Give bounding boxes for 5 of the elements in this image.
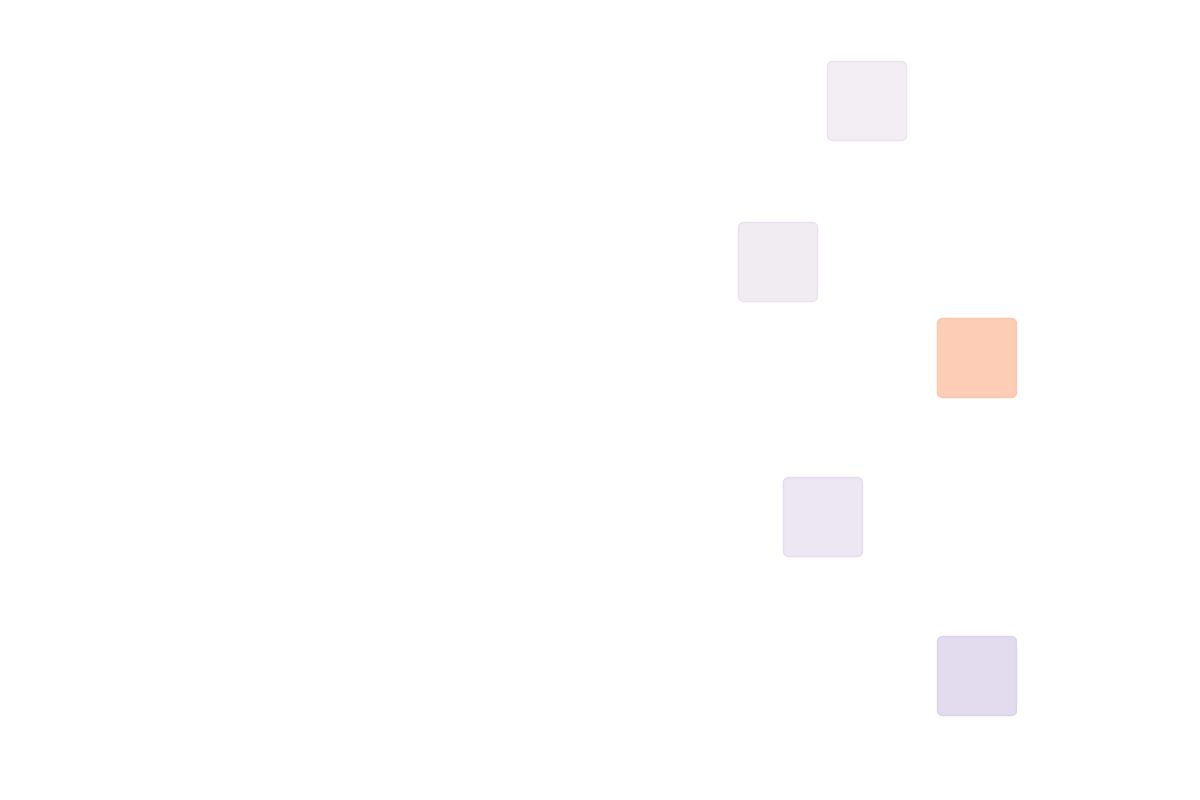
square-tile (737, 221, 819, 303)
square-tile (782, 476, 864, 558)
square-tile (936, 317, 1018, 399)
square-tile (826, 60, 908, 142)
square-tile (936, 635, 1018, 717)
